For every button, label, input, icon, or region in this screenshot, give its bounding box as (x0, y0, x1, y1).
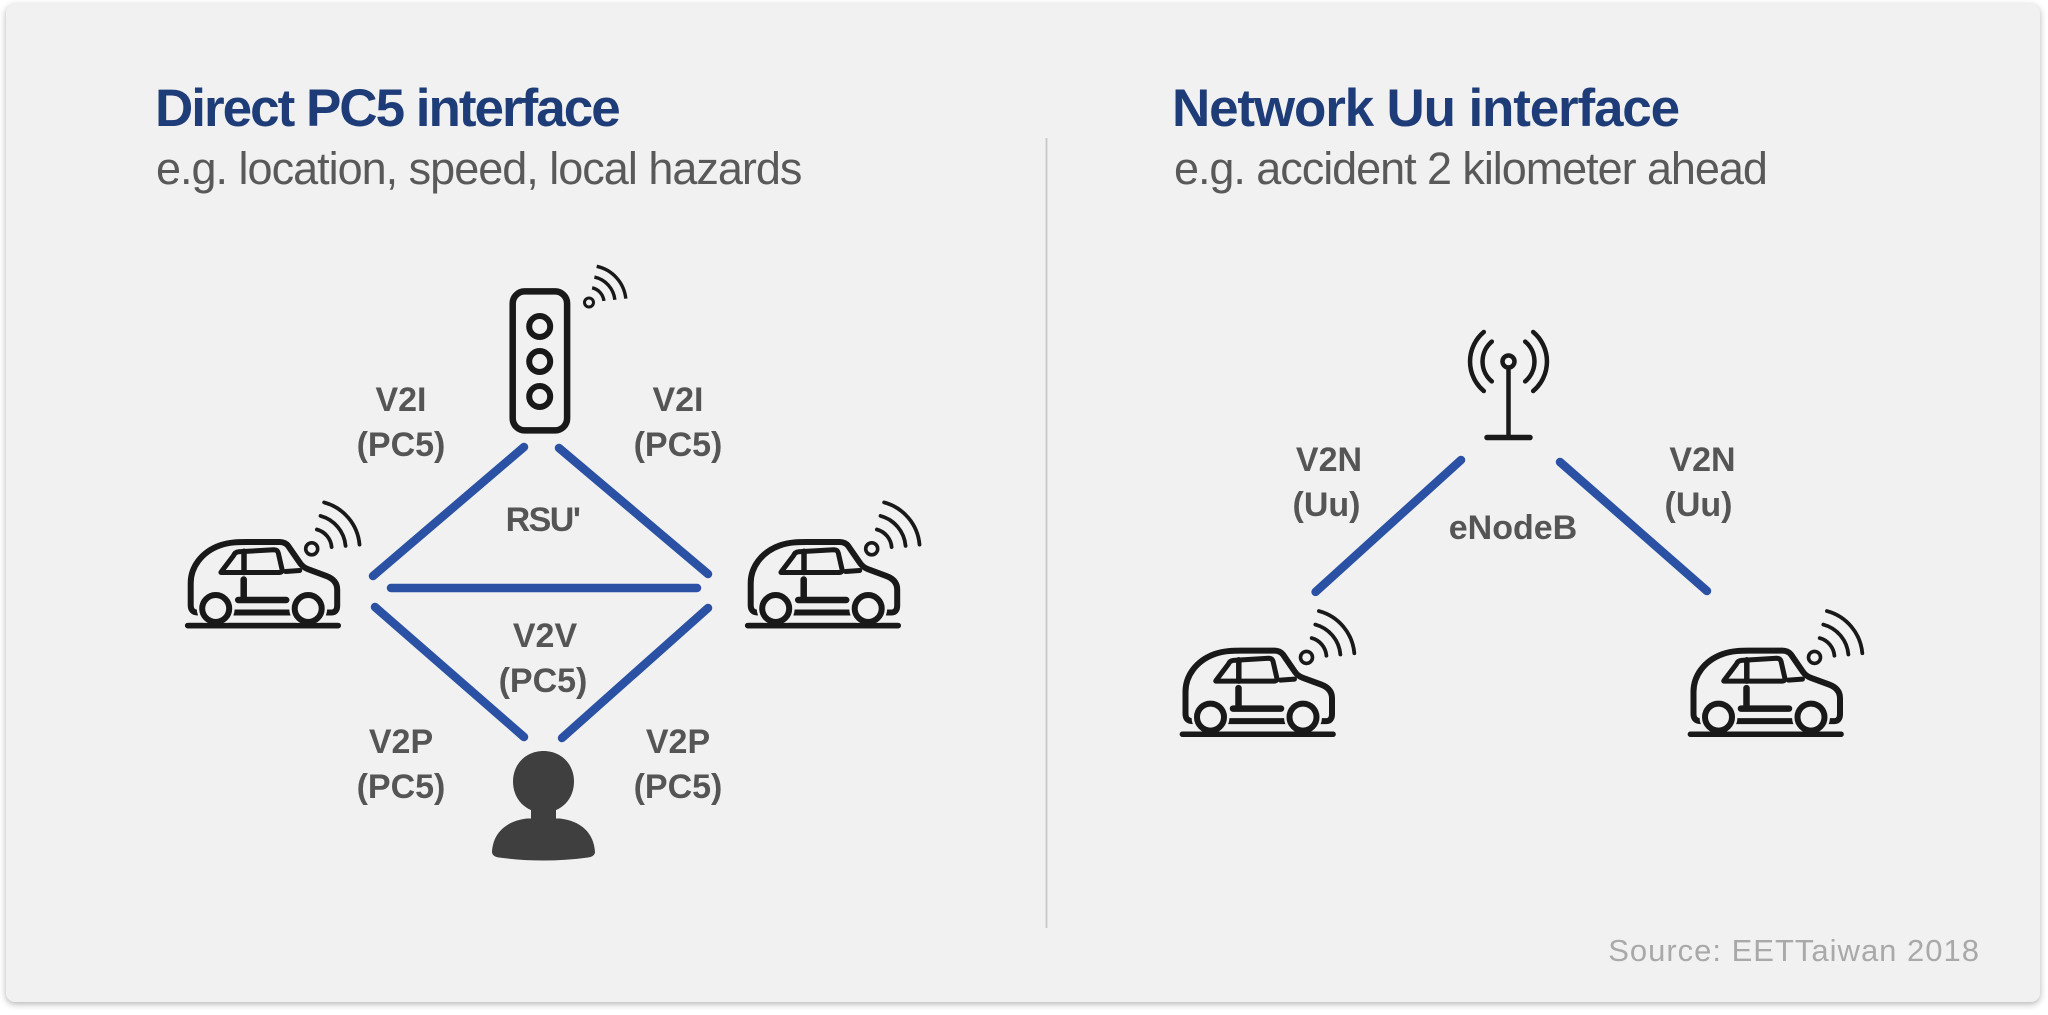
svg-text:(PC5): (PC5) (357, 768, 446, 806)
svg-text:V2V: V2V (513, 617, 578, 655)
svg-text:(Uu): (Uu) (1665, 486, 1733, 524)
svg-text:RSU': RSU' (506, 501, 580, 539)
svg-text:(PC5): (PC5) (357, 426, 446, 464)
svg-text:Network Uu interface: Network Uu interface (1172, 79, 1679, 138)
svg-text:eNodeB: eNodeB (1449, 509, 1577, 547)
svg-text:(PC5): (PC5) (634, 768, 723, 806)
svg-text:V2P: V2P (646, 723, 710, 761)
svg-text:e.g. accident 2 kilometer ahea: e.g. accident 2 kilometer ahead (1174, 143, 1767, 194)
svg-text:V2P: V2P (369, 723, 433, 761)
svg-text:V2N: V2N (1669, 441, 1735, 479)
svg-text:(PC5): (PC5) (499, 662, 588, 700)
svg-text:V2I: V2I (375, 381, 426, 419)
svg-text:Source: EETTaiwan 2018: Source: EETTaiwan 2018 (1608, 933, 1980, 968)
svg-text:(Uu): (Uu) (1293, 486, 1361, 524)
svg-text:(PC5): (PC5) (634, 426, 723, 464)
svg-text:V2I: V2I (652, 381, 703, 419)
svg-text:V2N: V2N (1296, 441, 1362, 479)
svg-text:Direct PC5 interface: Direct PC5 interface (155, 79, 619, 138)
svg-text:e.g. location, speed, local ha: e.g. location, speed, local hazards (156, 143, 801, 194)
